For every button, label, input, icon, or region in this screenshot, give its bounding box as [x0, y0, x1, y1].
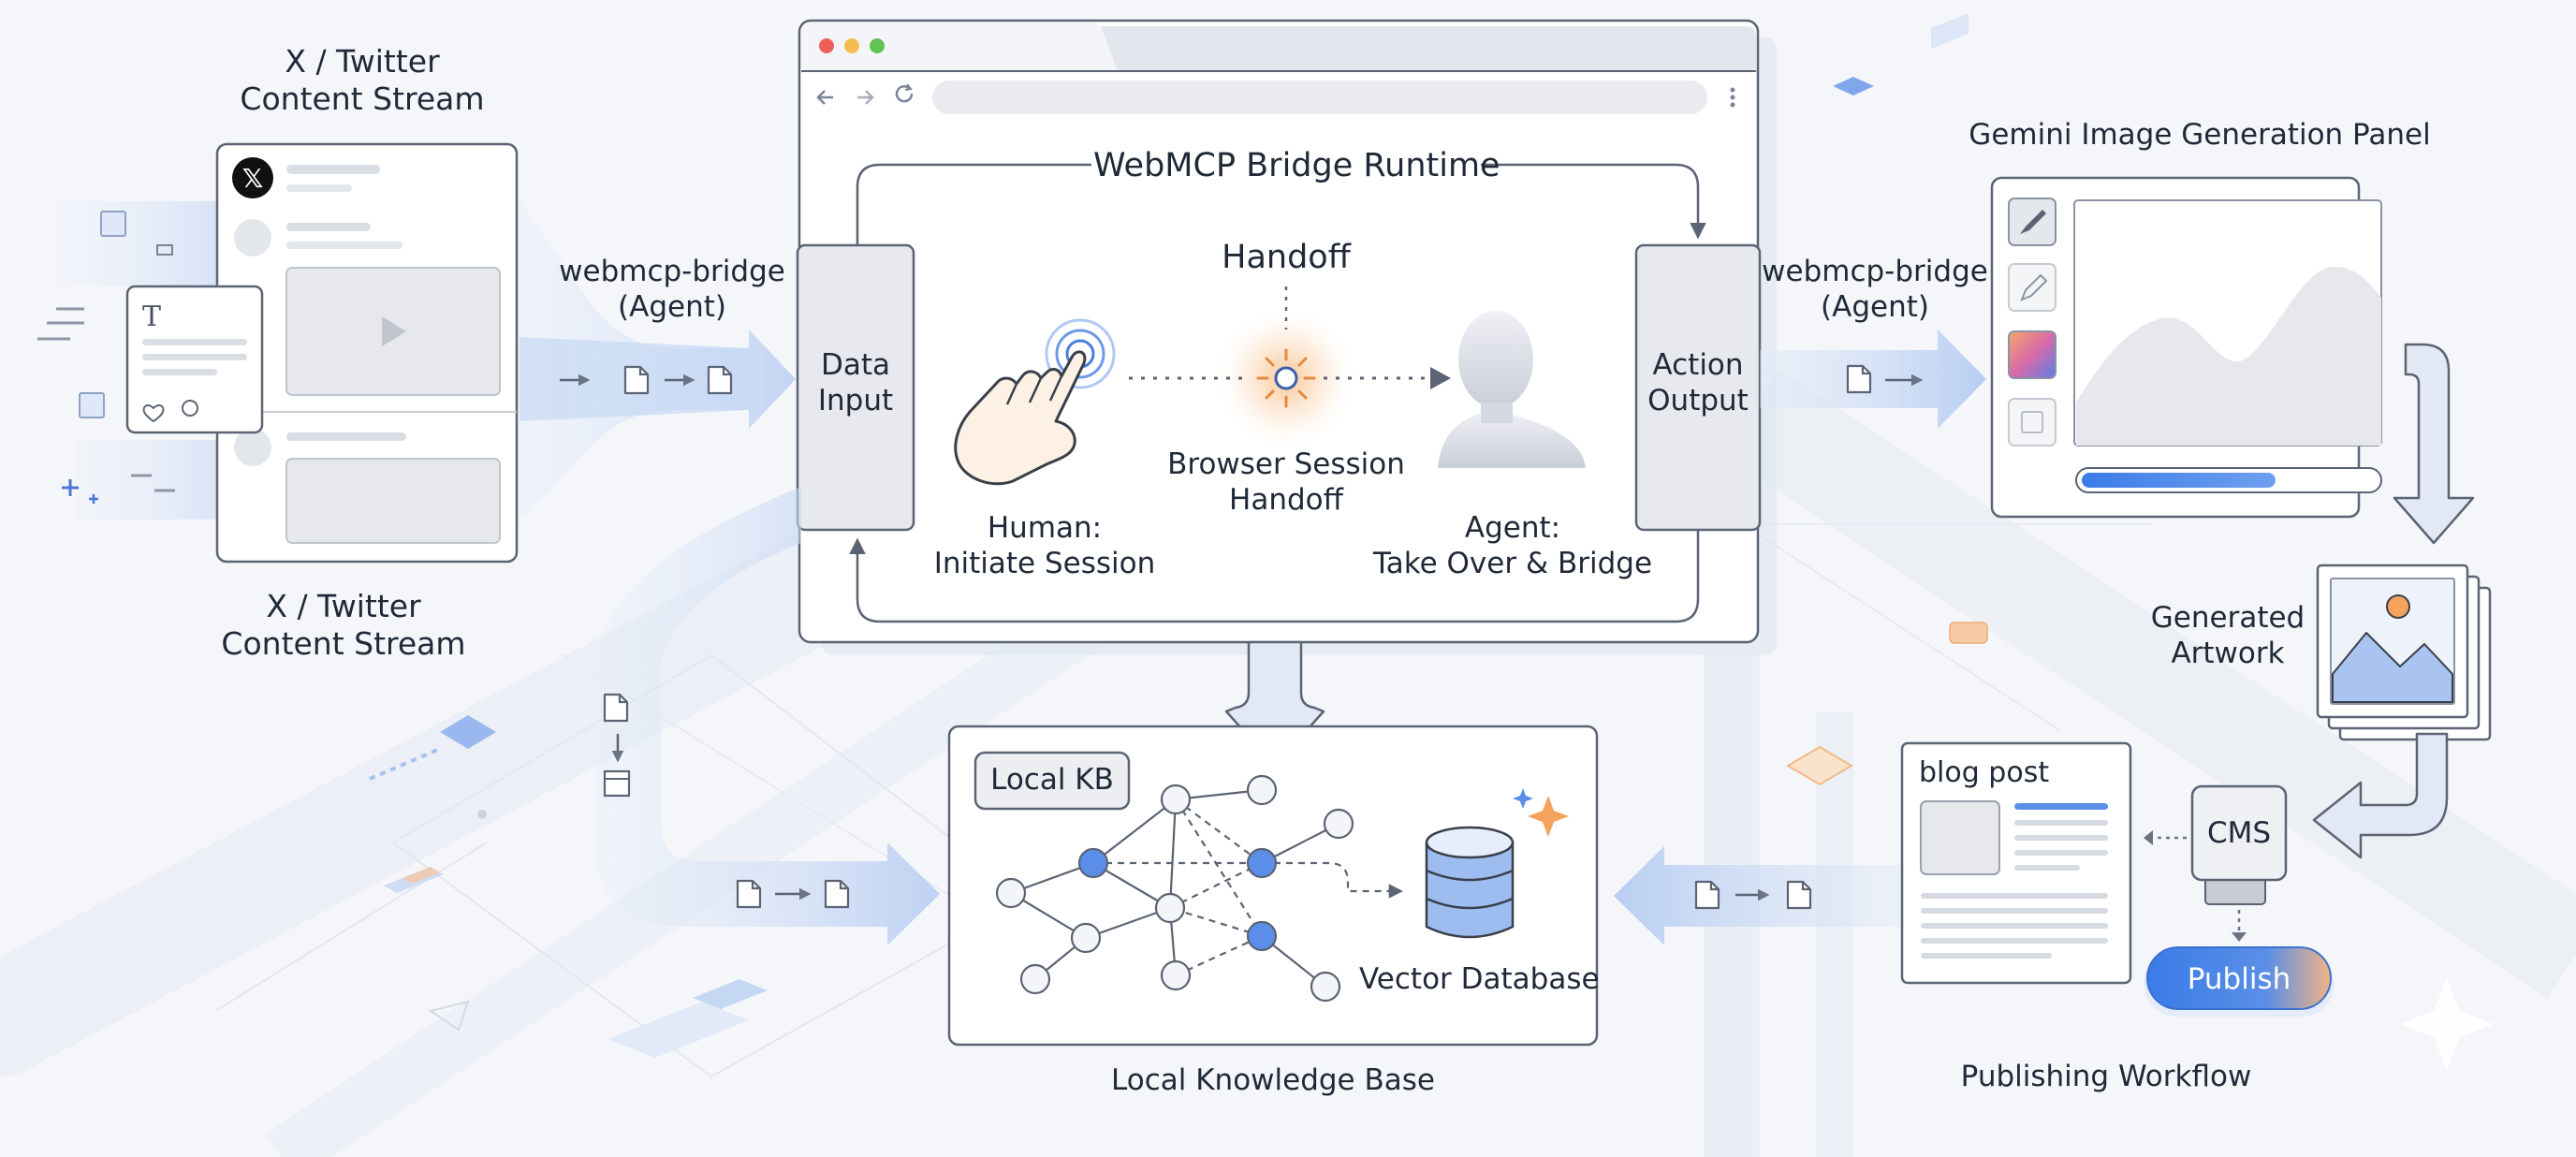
- runtime-to-gemini-flow: [1760, 330, 1986, 429]
- bridge-right-label: webmcp-bridge (Agent): [1750, 255, 1999, 326]
- gemini-panel: [1990, 176, 2382, 519]
- twitter-title-bottom-line-2: Content Stream: [221, 625, 466, 663]
- color-palette-button[interactable]: [2008, 330, 2056, 379]
- vector-database-label: Vector Database: [1359, 962, 1600, 996]
- text-post-card: T: [125, 285, 264, 434]
- bridge-left-label: webmcp-bridge (Agent): [550, 255, 794, 326]
- agent-label-line-1: Agent:: [1464, 511, 1561, 545]
- browser-session-line-1: Browser Session: [1167, 447, 1405, 481]
- vector-database-icon: [1425, 826, 1515, 939]
- window-close-icon[interactable]: [819, 38, 834, 53]
- action-output-line-2: Output: [1647, 383, 1749, 417]
- generation-progress-fill: [2082, 473, 2276, 488]
- blog-to-kb-flow: [1614, 846, 1900, 945]
- publish-button[interactable]: [2144, 946, 2334, 1017]
- cms-label: CMS: [2206, 816, 2272, 850]
- pencil-tool-button[interactable]: [2008, 263, 2056, 312]
- left-decor: [37, 201, 225, 520]
- handoff-spark-icon: [1256, 348, 1316, 408]
- bridge-right-line-2: (Agent): [1821, 289, 1929, 324]
- heart-icon: [142, 404, 165, 423]
- x-logo-icon: [232, 157, 273, 198]
- generated-artwork-stack: [2316, 564, 2492, 741]
- agent-label-line-2: Take Over & Bridge: [1372, 546, 1653, 580]
- publish-button-label[interactable]: Publish: [2187, 962, 2291, 996]
- human-label: Human: Initiate Session: [914, 511, 1176, 582]
- browser-session-label: Browser Session Handoff: [1146, 447, 1427, 519]
- publishing-workflow-caption: Publishing Workflow: [1960, 1060, 2252, 1093]
- local-kb-badge: [973, 751, 1131, 811]
- bridge-left-line-1: webmcp-bridge: [559, 255, 785, 288]
- blog-post-title: blog post: [1919, 756, 2050, 789]
- human-label-line-1: Human:: [987, 511, 1103, 545]
- action-output-label: Action Output: [1636, 348, 1760, 419]
- human-label-line-2: Initiate Session: [933, 546, 1156, 580]
- bridge-right-line-1: webmcp-bridge: [1762, 255, 1988, 288]
- window-minimize-icon[interactable]: [844, 38, 859, 53]
- comment-icon: [182, 400, 198, 417]
- twitter-title-top-line-2: Content Stream: [240, 81, 485, 118]
- browser-window: [796, 19, 1777, 655]
- text-format-icon: T: [142, 300, 161, 333]
- artwork-to-cms-arrow: [2312, 732, 2449, 859]
- twitter-to-runtime-flow: [517, 197, 796, 524]
- blog-post-card: [1900, 741, 2132, 985]
- runtime-to-kb-curved-flow: [595, 487, 940, 945]
- generated-artwork-label: Generated Artwork: [2134, 601, 2321, 672]
- local-kb-panel: [947, 725, 1599, 1047]
- graph-nodes: [995, 774, 1354, 1003]
- action-output-line-1: Action: [1652, 348, 1744, 382]
- browser-session-line-2: Handoff: [1229, 482, 1343, 517]
- twitter-title-top: X / Twitter Content Stream: [212, 43, 512, 119]
- data-input-line-1: Data: [820, 348, 891, 382]
- x-logo-glyph: 𝕏: [242, 163, 264, 194]
- reload-icon[interactable]: [895, 85, 914, 103]
- gemini-to-artwork-arrow: [2393, 343, 2475, 545]
- forward-icon[interactable]: [857, 90, 874, 105]
- layers-tool-button[interactable]: [2008, 398, 2056, 447]
- agent-avatar-icon: [1438, 311, 1586, 468]
- bridge-left-line-2: (Agent): [618, 289, 726, 324]
- window-maximize-icon[interactable]: [870, 38, 885, 53]
- runtime-title: WebMCP Bridge Runtime: [1093, 146, 1500, 186]
- twitter-title-bottom-line-1: X / Twitter: [266, 588, 421, 624]
- handoff-label: Handoff: [1222, 239, 1351, 276]
- generated-artwork-line-1: Generated: [2150, 601, 2305, 635]
- twitter-panel: 𝕏 T: [125, 142, 519, 564]
- address-bar[interactable]: [932, 81, 1707, 114]
- data-input-label: Data Input: [798, 348, 914, 419]
- twitter-title-bottom: X / Twitter Content Stream: [194, 588, 493, 664]
- data-input-block: [796, 243, 915, 532]
- twitter-title-top-line-1: X / Twitter: [285, 43, 440, 80]
- cms-box: [2144, 784, 2288, 942]
- play-icon: [382, 316, 406, 346]
- data-input-line-2: Input: [817, 383, 894, 417]
- back-icon[interactable]: [816, 90, 833, 105]
- human-hand-icon: [954, 318, 1116, 486]
- local-kb-badge-label: Local KB: [990, 763, 1114, 797]
- generated-artwork-line-2: Artwork: [2171, 636, 2285, 670]
- agent-label: Agent: Take Over & Bridge: [1363, 511, 1662, 582]
- gemini-panel-title: Gemini Image Generation Panel: [1969, 118, 2431, 152]
- local-knowledge-base-caption: Local Knowledge Base: [1111, 1063, 1435, 1097]
- sparkle-icon: [1513, 788, 1569, 837]
